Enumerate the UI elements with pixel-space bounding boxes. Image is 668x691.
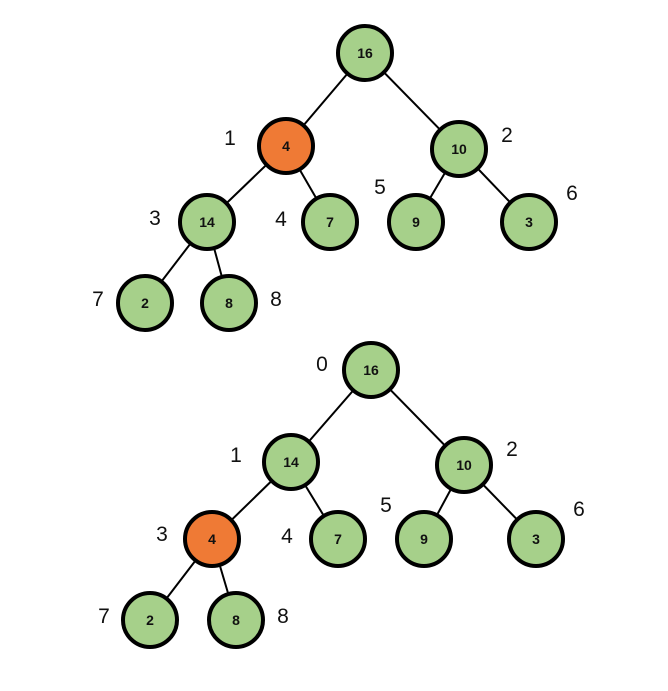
node-circle xyxy=(309,510,367,568)
node-circle xyxy=(435,436,493,494)
tree-node: 3 xyxy=(500,193,558,251)
node-circle xyxy=(183,510,241,568)
node-value: 10 xyxy=(456,457,472,473)
node-circle xyxy=(200,274,258,332)
node-index-label: 8 xyxy=(277,605,289,628)
node-circle xyxy=(116,274,174,332)
heap-tree-top: 16 4 1 10 2 14 3 7 4 9 5 3 6 2 7 8 8 xyxy=(92,24,578,332)
node-index-label: 3 xyxy=(156,523,168,546)
node-index-label: 6 xyxy=(566,182,578,205)
node-circle xyxy=(257,117,315,175)
node-value: 4 xyxy=(208,531,216,547)
tree-node: 16 xyxy=(336,24,394,82)
node-index-label: 5 xyxy=(374,176,386,199)
tree-node: 14 xyxy=(178,193,236,251)
node-value: 7 xyxy=(326,214,334,230)
node-circle xyxy=(430,120,488,178)
node-index-label: 3 xyxy=(149,207,161,230)
node-index-label: 5 xyxy=(380,494,392,517)
node-index-label: 4 xyxy=(275,208,287,231)
node-index-label: 1 xyxy=(224,127,236,150)
node-index-label: 1 xyxy=(230,444,242,467)
node-index-label: 8 xyxy=(270,288,282,311)
tree-node: 9 xyxy=(387,193,445,251)
node-index-label: 4 xyxy=(281,525,293,548)
tree-node: 16 xyxy=(342,341,400,399)
tree-node: 9 xyxy=(395,510,453,568)
node-value: 14 xyxy=(283,454,299,470)
node-value: 8 xyxy=(225,295,233,311)
node-circle xyxy=(178,193,236,251)
node-value: 4 xyxy=(282,138,290,154)
tree-node: 3 xyxy=(507,510,565,568)
heap-tree-bottom: 16 0 14 1 10 2 4 3 7 4 9 5 3 6 2 7 8 8 xyxy=(98,341,585,649)
node-value: 3 xyxy=(525,214,533,230)
node-index-label: 0 xyxy=(316,353,328,376)
node-value: 16 xyxy=(357,45,373,61)
node-value: 2 xyxy=(146,612,154,628)
node-value: 8 xyxy=(232,612,240,628)
node-index-label: 7 xyxy=(92,288,104,311)
tree-node: 2 xyxy=(121,591,179,649)
node-index-label: 6 xyxy=(573,498,585,521)
node-index-label: 7 xyxy=(98,605,110,628)
node-value: 7 xyxy=(334,531,342,547)
node-index-label: 2 xyxy=(506,438,518,461)
tree-node: 10 xyxy=(430,120,488,178)
node-circle xyxy=(507,510,565,568)
tree-node: 8 xyxy=(200,274,258,332)
node-value: 14 xyxy=(199,214,215,230)
node-circle xyxy=(262,433,320,491)
tree-node: 7 xyxy=(301,193,359,251)
tree-node: 14 xyxy=(262,433,320,491)
node-circle xyxy=(342,341,400,399)
highlighted-node: 4 xyxy=(183,510,241,568)
node-circle xyxy=(387,193,445,251)
node-value: 9 xyxy=(412,214,420,230)
node-value: 9 xyxy=(420,531,428,547)
tree-node: 10 xyxy=(435,436,493,494)
tree-node: 2 xyxy=(116,274,174,332)
node-index-label: 2 xyxy=(501,124,513,147)
node-circle xyxy=(395,510,453,568)
highlighted-node: 4 xyxy=(257,117,315,175)
tree-node: 8 xyxy=(207,591,265,649)
node-circle xyxy=(500,193,558,251)
node-circle xyxy=(301,193,359,251)
tree-node: 7 xyxy=(309,510,367,568)
node-value: 16 xyxy=(363,362,379,378)
node-circle xyxy=(336,24,394,82)
node-value: 10 xyxy=(451,141,467,157)
node-value: 3 xyxy=(532,531,540,547)
node-value: 2 xyxy=(141,295,149,311)
node-circle xyxy=(121,591,179,649)
node-circle xyxy=(207,591,265,649)
